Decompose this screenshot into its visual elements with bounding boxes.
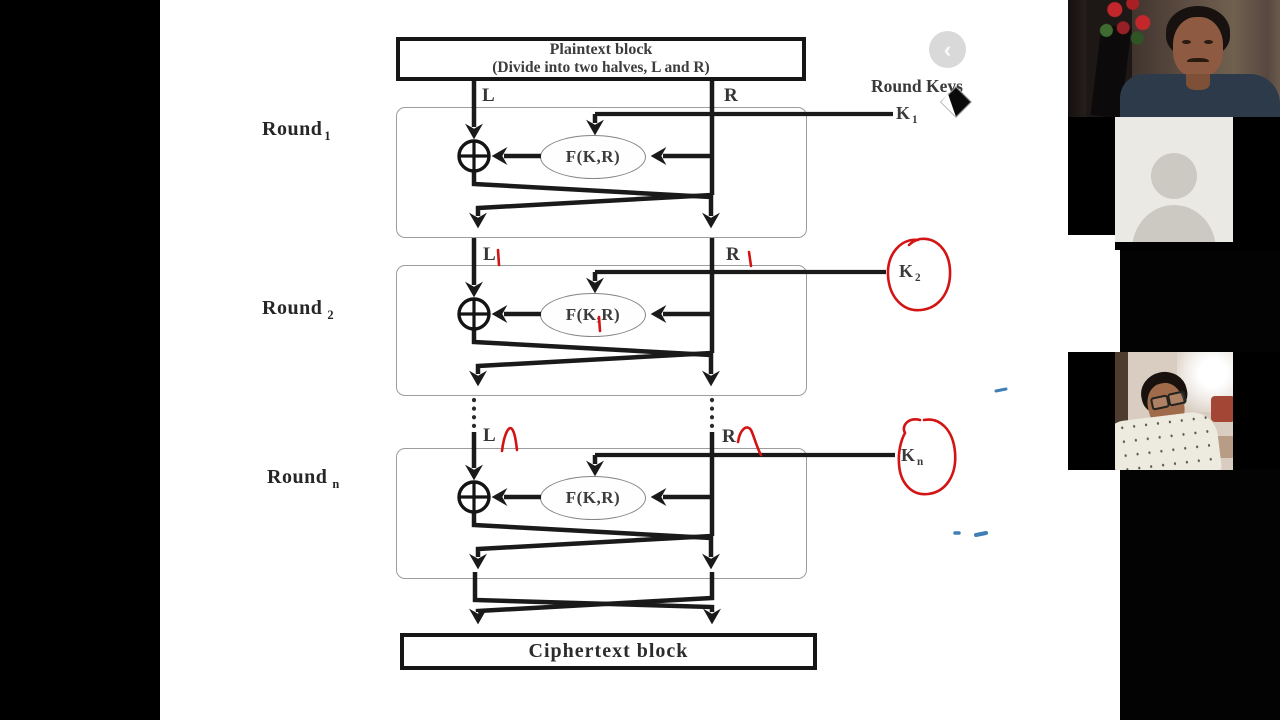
instructor-mustache [1187, 58, 1209, 67]
plaintext-block-subtitle: (Divide into two halves, L and R) [492, 59, 710, 77]
blue-dash-2 [974, 531, 988, 537]
chevron-left-icon: ‹ [943, 36, 952, 62]
instructor-face [1173, 17, 1223, 77]
back-button[interactable]: ‹ [929, 31, 966, 68]
handwritten-1-after-R [747, 250, 753, 268]
photo-person-shirt [1115, 409, 1223, 470]
tile2-letterbox-right [1233, 117, 1280, 250]
plaintext-block-box: Plaintext block (Divide into two halves,… [396, 37, 806, 81]
christmas-wreath-decoration [1098, 0, 1154, 46]
plaintext-block-title: Plaintext block [549, 41, 653, 59]
ciphertext-block-box: Ciphertext block [400, 633, 817, 670]
instructor-eye-right [1204, 40, 1213, 44]
round-1-box [396, 107, 807, 238]
ciphertext-block-label: Ciphertext block [528, 640, 689, 662]
blue-dash-1 [994, 387, 1008, 393]
round-keys-heading: Round Keys [871, 76, 963, 96]
photo-red-wall-patch [1211, 396, 1233, 422]
f-function-round-n: F(K,R) [540, 476, 646, 520]
avatar-head [1151, 153, 1197, 199]
blue-pen-marks [953, 387, 1008, 537]
wire-label-R-top: R [724, 85, 738, 106]
round-2-box [396, 265, 807, 396]
participant-tile-camera-off-1[interactable] [1120, 250, 1280, 352]
wire-label-R1: R [726, 244, 740, 265]
continuation-dots [471, 397, 715, 431]
tile4-letterbox-right [1233, 352, 1280, 470]
wire-label-Rn: R [722, 426, 736, 447]
instructor-neck [1186, 74, 1210, 90]
tile4-letterbox-left [1068, 352, 1115, 470]
participant-tile-instructor-video[interactable] [1068, 0, 1280, 117]
f-function-round-2: F(K,R) [540, 293, 646, 337]
handwritten-1-after-L [496, 248, 501, 267]
tile2-bottom-strip [1115, 242, 1280, 250]
left-letterbox-bar [0, 0, 160, 720]
wire-label-Ln: L [483, 425, 496, 446]
avatar-shoulders [1132, 205, 1216, 242]
instructor-eye-left [1182, 40, 1191, 44]
f-function-round-1: F(K,R) [540, 135, 646, 179]
participant-tile-camera-off-2[interactable] [1120, 470, 1280, 720]
participant-tile-avatar[interactable] [1115, 117, 1233, 242]
tile2-letterbox-left [1068, 117, 1115, 235]
participant-tile-photo[interactable] [1115, 352, 1233, 470]
wire-label-L-top: L [482, 85, 495, 106]
wire-label-L1: L [483, 244, 496, 265]
